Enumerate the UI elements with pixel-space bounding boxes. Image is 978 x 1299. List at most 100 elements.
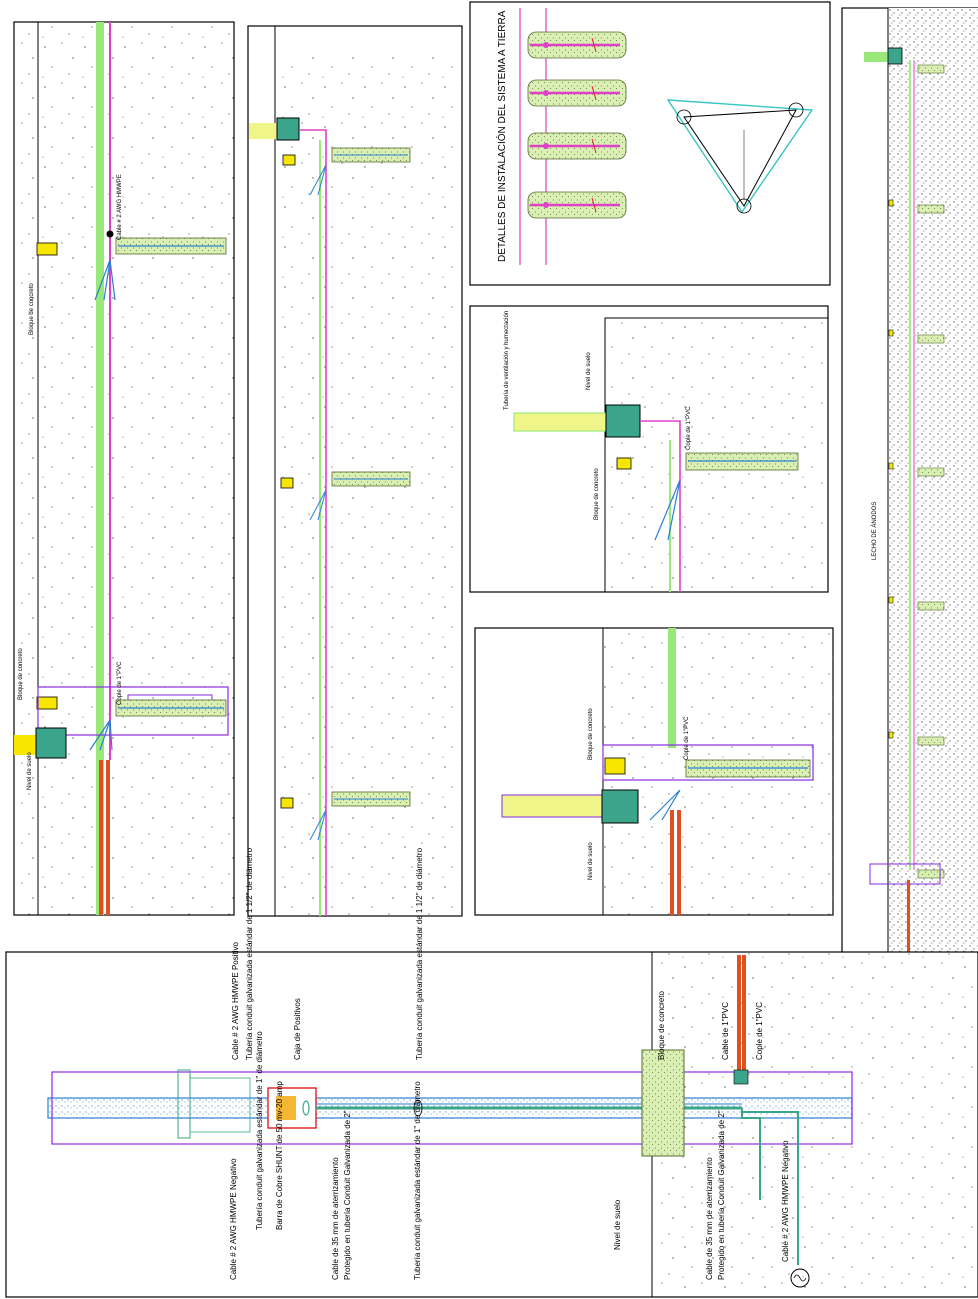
label-cable-1pvc: Cable de 1"PVC (721, 1002, 730, 1060)
panel-4-yellow-pipe (501, 794, 603, 818)
panel-2-anode-2-block (280, 477, 294, 489)
panel-2-anode-1-cables (309, 164, 327, 196)
label-bloque-concreto: Bloque de concreto (657, 991, 666, 1060)
panel-3-label-cople: Cople de 1"PVC (686, 406, 692, 450)
panel-3-label-nivel: Nivel de suelo (586, 352, 592, 390)
ground-triangle-node-1 (676, 109, 692, 125)
panel-4-teal-box (601, 789, 639, 824)
ground-rod-1-clamp (543, 42, 549, 48)
panel-3-label-tuberia: Tubería de ventilación y humectación (504, 311, 510, 410)
bottom-coupler-2 (302, 1100, 310, 1116)
ground-triangle (666, 99, 814, 214)
panel-5-label: LECHO DE ÁNODOS (871, 502, 878, 560)
panel-2-anode-2 (280, 471, 411, 521)
bottom-detail: Cable # 2 AWG HMWPE Positivo Tubería con… (5, 847, 978, 1298)
label-tuberia-1: Tubería conduit galvanizada estándar de … (255, 1031, 264, 1230)
panel-3-yellow-pipe (513, 412, 607, 432)
label-cople-1pvc: Cople de 1"PVC (755, 1002, 764, 1060)
panel-5-anode-3 (917, 334, 945, 344)
panel-1-yellow-pipe (14, 735, 36, 755)
label-cable-negativo-b: Cable # 2 AWG HMWPE Negativo (781, 1140, 790, 1262)
ground-symbol-wave (793, 1274, 807, 1282)
panel-1-frame (13, 21, 235, 916)
panel-5-anode-1 (917, 64, 945, 74)
panel-2-anode-3 (280, 791, 411, 841)
panel-1-label-bloque: Bloque de concreto (29, 283, 35, 335)
panel-5-anodes (917, 64, 945, 879)
ground-triangle-outline (666, 99, 814, 214)
panel-1-green-wire (96, 22, 104, 915)
label-barra-cobre: Barra de Cobre SHUNT de 50 mv-20 amp (275, 1081, 284, 1230)
panel-4-orange-pipe-2 (677, 810, 681, 915)
panel-5-anode-7 (917, 869, 945, 879)
ground-rod-2 (527, 79, 627, 107)
panel-1-label-bloque-2: Bloque de concreto (18, 648, 24, 700)
label-tuberia-1-b: Tubería conduit galvanizada estándar de … (413, 1081, 422, 1280)
bottom-fitting (733, 1069, 749, 1085)
label-protegido-tuberia: Protegido en tubería Conduit Galvanizada… (343, 1110, 352, 1280)
panel-5-anode-2 (917, 204, 945, 214)
bottom-riser-2 (742, 1111, 799, 1265)
panel-5-purple-box (869, 863, 941, 885)
label-cable-35mm: Cable de 35 mm de aterrizamiento (331, 1157, 340, 1280)
panel-5-teal-box (887, 47, 903, 65)
bottom-orange-pipe-2 (742, 955, 746, 1075)
panel-2-anode-2-cables (309, 489, 327, 521)
panel-1-cable-fan (94, 259, 116, 301)
panel-3-pink-wire (640, 420, 681, 592)
ground-rod-3 (527, 132, 627, 160)
ground-symbol (790, 1268, 810, 1288)
panel-2-yellow-pipe (249, 123, 277, 139)
panel-2-yellow-block (282, 154, 296, 166)
label-cable-negativo: Cable # 2 AWG HMWPE Negativo (229, 1158, 238, 1280)
bottom-orange-pipe (737, 955, 741, 1075)
ground-triangle-inner (683, 109, 797, 207)
ground-rod-4 (527, 191, 627, 219)
panel-4-green-wire (668, 628, 676, 748)
bottom-soil (652, 952, 978, 1297)
detail-grounding-system: DETALLES DE INSTALACIÓN DEL SISTEMA A TI… (469, 1, 831, 286)
panel-4-yellow-block (604, 757, 626, 775)
panel-1: Bloque de concreto Bloque de concreto Ni… (13, 21, 235, 916)
panel-2-anode-3-block (280, 797, 294, 809)
bottom-coupler (413, 1099, 423, 1117)
panel-3-teal-box (605, 404, 641, 438)
label-cable-positivo: Cable # 2 AWG HMWPE Positivo (231, 941, 240, 1060)
ground-rod-1-mark (591, 37, 597, 53)
panel-2-teal-box (276, 117, 300, 141)
panel-3-ground-line (604, 317, 828, 592)
panel-4-label-cople: Cople de 1"PVC (684, 716, 690, 760)
label-cable-35mm-b: Cable de 35 mm de aterrizamiento (705, 1157, 714, 1280)
panel-5-marker-2 (888, 329, 894, 337)
label-protegido-b: Protegido en tubería Conduit Galvanizada… (717, 1110, 726, 1280)
panel-1-label-nivel: Nivel de suelo (27, 752, 33, 790)
panel-3-cable-fan (654, 479, 681, 541)
panel-1-cable-fan-2 (89, 719, 113, 751)
ground-rod-1 (527, 31, 627, 59)
panel-5-marker-4 (888, 596, 894, 604)
panel-1-orange-pipe-2 (106, 760, 110, 915)
panel-4: Bloque de concreto Nivel de suelo Cople … (474, 627, 834, 916)
panel-1-orange-pipe (99, 760, 103, 915)
panel-2-anode-1 (309, 147, 411, 196)
panel-2-pink-wire (299, 129, 327, 916)
panel-3-yellow-block (616, 457, 632, 470)
panel-1-purple-box (37, 686, 229, 736)
panel-1-junction (106, 230, 114, 238)
bottom-concrete-block (641, 1049, 685, 1157)
panel-1-label-cable: Cable # 2 AWG HMWPE (117, 174, 123, 240)
panel-5-green-pipe (864, 52, 888, 62)
bottom-purple-outline (51, 1071, 853, 1145)
ground-rod-2-mark (591, 85, 597, 101)
panel-1-yellow-block-2 (36, 696, 58, 710)
panel-5: LECHO DE ÁNODOS (841, 7, 978, 955)
label-tuberia-1-5: Tubería conduit galvanizada estándar de … (245, 847, 254, 1060)
panel-4-label-nivel: Nivel de suelo (588, 842, 594, 880)
panel-4-cable-fan (649, 789, 681, 821)
panel-2-anode-3-cables (309, 809, 327, 841)
shunt-bar (276, 1096, 296, 1120)
panel-5-orange-pipe (907, 880, 910, 954)
ground-rod-3-mark (591, 138, 597, 154)
ground-rod-2-clamp (543, 90, 549, 96)
